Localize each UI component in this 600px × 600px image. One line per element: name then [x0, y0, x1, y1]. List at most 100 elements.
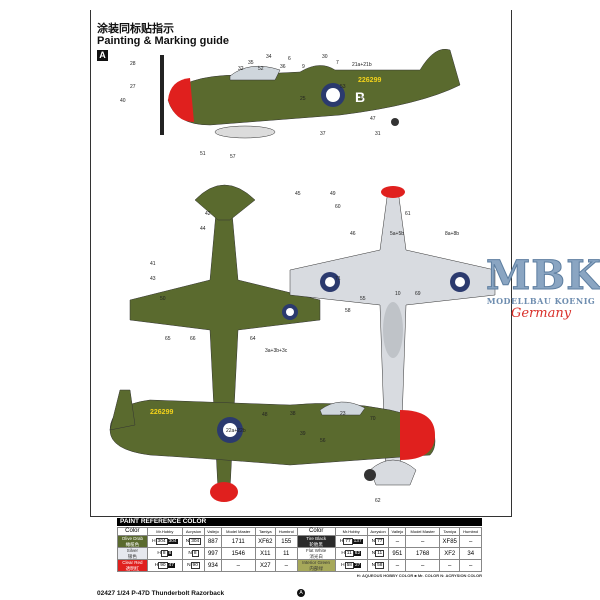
column-header: Model Master	[220, 527, 256, 536]
color-name-cn: 轮胎黑	[309, 541, 323, 547]
guide-frame	[90, 10, 512, 517]
color-name: Tire Black	[306, 536, 327, 541]
callout-number: 10	[395, 291, 401, 297]
tamiya-code: XF85	[438, 535, 461, 548]
callout-number: 44	[200, 226, 206, 232]
callout-number: 23	[340, 411, 346, 417]
column-header: Mr.Hobby	[146, 527, 184, 536]
mr-color-code: 27	[353, 562, 362, 568]
vallejo-code: 997	[203, 547, 222, 560]
callout-number: 27	[130, 84, 136, 90]
callout-number: 53	[340, 84, 346, 90]
callout-number: 52	[258, 66, 264, 72]
logo-country: Germany	[510, 306, 572, 321]
tamiya-code: XF62	[254, 535, 277, 548]
color-name-cn: 透明红	[125, 565, 140, 571]
humbrol-code: –	[459, 559, 482, 572]
callout-number: 28	[130, 61, 136, 67]
callout-number: 69	[415, 291, 421, 297]
callout-number: 61	[405, 211, 411, 217]
color-name-cn: 消光白	[309, 553, 323, 559]
callout-number: 21a+21b	[352, 62, 372, 68]
color-name: Silver	[126, 548, 138, 553]
callout-number: 60	[335, 204, 341, 210]
humbrol-code: –	[275, 559, 298, 572]
h-code: 90	[158, 561, 168, 569]
h-code: 8	[160, 549, 168, 557]
column-header: Vallejo	[388, 527, 407, 536]
column-header: Humbrol	[275, 527, 298, 536]
callout-number: 62	[375, 498, 381, 504]
mr-color-code: 62	[353, 550, 362, 556]
callout-number: 32	[238, 66, 244, 72]
callout-number: 56	[320, 438, 326, 444]
top-view	[129, 184, 321, 502]
humbrol-code: –	[459, 535, 482, 548]
callout-number: 65	[165, 336, 171, 342]
callout-number: 58	[345, 308, 351, 314]
logo-subtitle: MODELLBAU KOENIG	[486, 296, 596, 306]
h-code: 11	[344, 549, 354, 557]
callout-number: 22a+22b	[226, 428, 246, 434]
scheme-badge: A	[97, 50, 108, 61]
footer-badge: A	[297, 589, 305, 597]
callout-number: 41	[150, 261, 156, 267]
logo-mbk: MBK	[486, 252, 600, 299]
vallejo-code: 951	[388, 547, 407, 560]
side-view-left: B 226299	[160, 48, 461, 139]
callout-number: 7	[336, 60, 339, 66]
bottom-view	[289, 186, 496, 486]
n-code: 90	[190, 561, 200, 569]
vallejo-code: –	[388, 559, 407, 572]
color-name-cn: 内部绿	[309, 565, 323, 571]
mr-color-code: 8	[167, 550, 173, 556]
callout-number: 3a+3b+3c	[265, 348, 288, 354]
paint-legend: H: AQUEOUS HOBBY COLOR ■ Mr. COLOR N: AC…	[356, 573, 482, 578]
model-master-code: –	[220, 559, 256, 572]
model-master-code: 1711	[220, 535, 256, 548]
mr-color-code: 304	[167, 538, 178, 544]
h-code: 77	[343, 537, 353, 545]
callout-number: 47	[370, 116, 376, 122]
callout-number: 38	[290, 411, 296, 417]
callout-number: 37	[320, 131, 326, 137]
column-header: Humbrol	[459, 527, 482, 536]
humbrol-code: 155	[275, 535, 298, 548]
tamiya-code: XF2	[438, 547, 461, 560]
page-title: Painting & Marking guide	[97, 35, 230, 47]
callout-number: 40	[120, 98, 126, 104]
model-master-code: –	[405, 535, 440, 548]
callout-number: 50	[160, 296, 166, 302]
callout-number: 64	[250, 336, 256, 342]
callout-number: 8a+8b	[445, 231, 459, 237]
paint-reference-title: PAINT REFERENCE COLOR	[117, 518, 482, 526]
callout-labels: 323552343669307405337282721a+21b52547315…	[120, 54, 459, 504]
callout-number: 5	[360, 96, 363, 102]
callout-number: 49	[330, 191, 336, 197]
color-name: Interior Green	[302, 560, 331, 565]
mbk-logo: MBK MODELLBAU KOENIG Germany	[486, 252, 600, 321]
column-header: Tamiya	[254, 527, 277, 536]
callout-number: 35	[248, 60, 254, 66]
callout-number: 70	[370, 416, 376, 422]
tamiya-code: –	[438, 559, 461, 572]
serial-number: 226299	[358, 77, 381, 84]
callout-number: 57	[230, 154, 236, 160]
callout-number: 45	[295, 191, 301, 197]
